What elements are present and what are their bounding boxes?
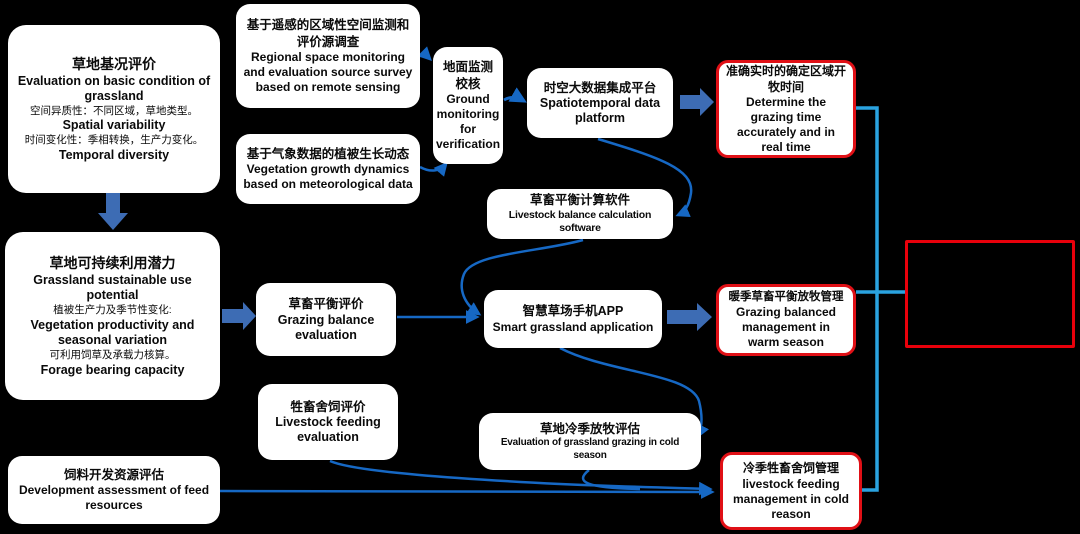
node-feeding-evaluation-en: Livestock feeding evaluation xyxy=(275,415,381,445)
node-cold-season-grazing-evaluation: 草地冷季放牧评估 Evaluation of grassland grazing… xyxy=(479,413,701,470)
node-grazing-balance-zh: 草畜平衡评价 xyxy=(288,297,364,312)
node-basic-condition-zh-line2: 空间异质性：不同区域，草地类型。 xyxy=(30,104,198,117)
node-basic-condition-zh-line3: 时间变化性：季相转换，生产力变化。 xyxy=(24,134,204,147)
node-ground-monitoring-en: Ground monitoring for verification xyxy=(436,92,501,152)
connector-ground-to-platform xyxy=(503,87,527,103)
connector-app-to-coldeval xyxy=(559,346,710,439)
node-livestock-feeding-evaluation: 牲畜舍饲评价 Livestock feeding evaluation xyxy=(258,384,398,460)
node-balance-software: 草畜平衡计算软件 Livestock balance calculation s… xyxy=(487,189,673,239)
node-remote-sensing-zh: 基于遥感的区域性空间监测和评价源调查 xyxy=(246,17,410,49)
node-warm-management-en: Grazing balanced management in warm seas… xyxy=(735,305,837,350)
node-ground-monitoring-zh: 地面监测校核 xyxy=(442,59,493,91)
block-arrow-sustain-to-grazingeval xyxy=(222,302,256,330)
node-data-platform: 时空大数据集成平台 Spatiotemporal data platform xyxy=(527,68,673,138)
block-arrow-app-to-warm xyxy=(667,303,712,331)
connector-software-to-app xyxy=(460,238,584,316)
node-sustainable-use-zh-line2: 植被生产力及季节性变化: xyxy=(53,304,172,317)
node-warm-season-management-outcome: 暖季草畜平衡放牧管理 Grazing balanced management i… xyxy=(716,284,856,356)
node-ground-monitoring: 地面监测校核 Ground monitoring for verificatio… xyxy=(433,47,503,164)
node-cold-management-en: livestock feeding management in cold rea… xyxy=(732,476,850,521)
node-grazing-balance-evaluation: 草畜平衡评价 Grazing balance evaluation xyxy=(256,283,396,356)
node-cold-season-management-outcome: 冷季牲畜舍饲管理 livestock feeding management in… xyxy=(720,452,862,530)
node-grazing-time-en: Determine the grazing time accurately an… xyxy=(736,95,836,155)
node-vegetation-dynamics-zh: 基于气象数据的植被生长动态 xyxy=(246,146,410,161)
node-basic-condition-en-line3: Temporal diversity xyxy=(58,148,170,163)
node-basic-condition-en-line2: Spatial variability xyxy=(62,118,166,133)
block-arrow-basic-to-sustain xyxy=(98,192,128,230)
node-feed-resources: 饲料开发资源评估 Development assessment of feed … xyxy=(8,456,220,524)
node-cold-grazing-eval-zh: 草地冷季放牧评估 xyxy=(539,421,640,436)
node-remote-sensing: 基于遥感的区域性空间监测和评价源调查 Regional space monito… xyxy=(236,4,420,108)
node-data-platform-en: Spatiotemporal data platform xyxy=(539,96,661,126)
connector-feedingeval-to-coldmgmt xyxy=(329,459,713,496)
node-feed-resources-zh: 饲料开发资源评估 xyxy=(63,467,164,482)
node-basic-condition: 草地基况评价 Evaluation on basic condition of … xyxy=(8,25,220,193)
node-feeding-evaluation-zh: 牲畜舍饲评价 xyxy=(290,399,366,414)
node-smart-app-en: Smart grassland application xyxy=(492,319,654,334)
node-grazing-time-outcome: 准确实时的确定区域开牧时间 Determine the grazing time… xyxy=(716,60,856,158)
node-basic-condition-en-title: Evaluation on basic condition of grassla… xyxy=(17,73,211,103)
node-cold-management-zh: 冷季牲畜舍饲管理 xyxy=(742,461,839,476)
node-sustainable-use-zh-line3: 可利用饲草及承载力核算。 xyxy=(49,348,176,361)
node-remote-sensing-en: Regional space monitoring and evaluation… xyxy=(243,50,413,95)
node-vegetation-dynamics-en: Vegetation growth dynamics based on mete… xyxy=(243,162,413,192)
connector-platform-to-software xyxy=(597,137,693,217)
connector-remote-to-ground xyxy=(417,46,432,61)
node-grazing-time-zh: 准确实时的确定区域开牧时间 xyxy=(725,63,846,94)
node-cold-grazing-eval-en: Evaluation of grassland grazing in cold … xyxy=(500,437,680,461)
bracket-outcomes xyxy=(856,106,905,492)
node-balance-software-en: Livestock balance calculation software xyxy=(508,209,652,235)
node-basic-condition-zh-title: 草地基况评价 xyxy=(72,55,156,72)
node-vegetation-dynamics: 基于气象数据的植被生长动态 Vegetation growth dynamics… xyxy=(236,134,420,204)
node-warm-management-zh: 暖季草畜平衡放牧管理 xyxy=(728,290,844,303)
node-feed-resources-en: Development assessment of feed resources xyxy=(18,483,210,513)
block-arrow-platform-to-grazingtime xyxy=(680,88,714,116)
node-smart-grassland-app: 智慧草场手机APP Smart grassland application xyxy=(484,290,662,348)
connector-coldeval-to-coldmgmt xyxy=(581,469,641,491)
node-grazing-balance-en: Grazing balance evaluation xyxy=(277,312,375,342)
connector-veg-to-ground xyxy=(419,161,448,177)
node-data-platform-zh: 时空大数据集成平台 xyxy=(543,80,657,95)
node-sustainable-use-en-line2: Vegetation productivity and seasonal var… xyxy=(30,317,195,347)
node-sustainable-use: 草地可持续利用潜力 Grassland sustainable use pote… xyxy=(5,232,220,400)
connector-feedresources-to-coldmgmt xyxy=(219,485,715,499)
node-balance-software-zh: 草畜平衡计算软件 xyxy=(529,193,630,208)
node-sustainable-use-en-line3: Forage bearing capacity xyxy=(40,362,185,377)
node-sustainable-use-zh-title: 草地可持续利用潜力 xyxy=(49,255,176,272)
node-sustainable-use-en-title: Grassland sustainable use potential xyxy=(33,273,192,303)
node-final-outcome-frame xyxy=(905,240,1075,348)
node-smart-app-zh: 智慧草场手机APP xyxy=(522,304,624,319)
